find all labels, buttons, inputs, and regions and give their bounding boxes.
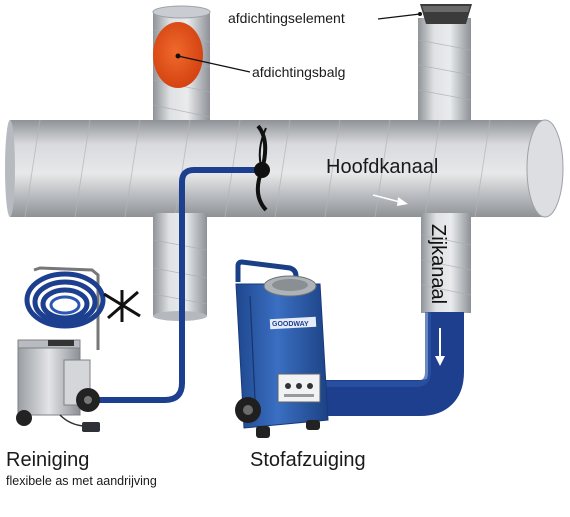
side-duct-body bbox=[421, 213, 471, 313]
side-duct-label: Zijkanaal bbox=[427, 224, 449, 304]
cleaning-sublabel: flexibele as met aandrijving bbox=[6, 474, 157, 488]
brush-icon bbox=[254, 124, 270, 212]
spare-brush-icon bbox=[103, 290, 141, 322]
upper-left-duct-opening bbox=[152, 5, 211, 19]
seal-element-label: afdichtingselement bbox=[228, 10, 345, 26]
flexible-shaft bbox=[98, 167, 262, 403]
vacuum-unit: GOODWAY bbox=[235, 259, 329, 438]
main-duct-label: Hoofdkanaal bbox=[326, 156, 439, 178]
cleaning-label: Reiniging bbox=[6, 449, 90, 471]
extraction-hose bbox=[322, 312, 464, 416]
seal-bellows-label: afdichtingsbalg bbox=[252, 64, 346, 80]
upper-right-duct-body bbox=[418, 18, 471, 130]
seal-element-pointer bbox=[377, 13, 421, 20]
foot-pedal bbox=[82, 422, 100, 432]
vacuum-brand: GOODWAY bbox=[272, 321, 309, 328]
bellows-pointer bbox=[177, 55, 251, 73]
main-duct-left-end bbox=[5, 120, 15, 217]
side-duct bbox=[420, 213, 472, 313]
main-duct-right-opening bbox=[526, 119, 564, 218]
airflow-arrow bbox=[372, 194, 408, 206]
sealing-element-icon bbox=[420, 4, 472, 24]
main-duct bbox=[5, 119, 564, 218]
cleaning-machine bbox=[16, 266, 141, 432]
dust-extraction-label: Stofafzuiging bbox=[250, 449, 366, 471]
upper-right-branch-duct bbox=[417, 18, 472, 130]
airflow-down-arrow bbox=[435, 328, 445, 366]
